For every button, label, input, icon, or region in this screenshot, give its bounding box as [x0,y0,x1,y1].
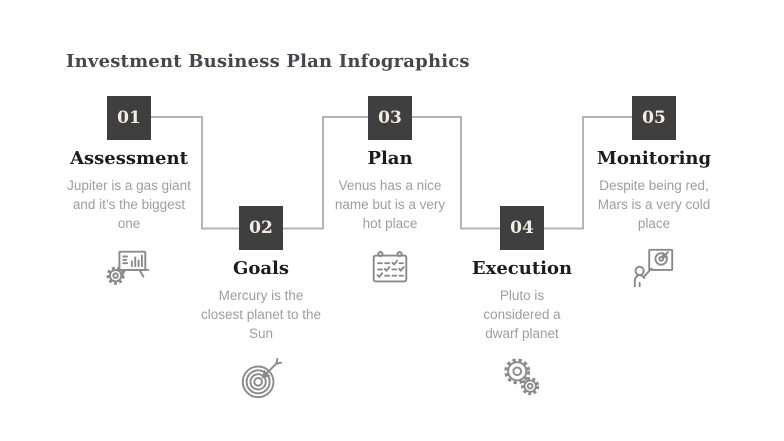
step-assessment: 01 Assessment Jupiter is a gas giant and… [54,96,204,291]
target-dart-icon [238,355,284,401]
presentation-chart-icon [106,245,152,291]
presenter-board-icon [631,245,677,291]
calendar-checklist-icon [367,245,413,291]
step-execution: 04 Execution Pluto is considered a dwarf… [447,206,597,401]
step-description: Jupiter is a gas giant and it’s the bigg… [67,178,191,231]
step-number: 04 [510,218,534,238]
step-number-box: 02 [239,206,283,250]
step-description: Venus has a nice name but is a very hot … [334,178,446,231]
step-number: 05 [642,108,666,128]
step-goals: 02 Goals Mercury is the closest planet t… [186,206,336,401]
step-title: Monitoring [596,148,712,169]
step-title: Assessment [70,148,188,169]
step-description: Despite being red, Mars is a very cold p… [597,178,711,231]
step-number: 01 [117,108,141,128]
step-number: 02 [249,218,273,238]
step-number-box: 03 [368,96,412,140]
step-description: Pluto is considered a dwarf planet [483,288,561,341]
page-title: Investment Business Plan Infographics [66,51,470,72]
step-title: Goals [232,258,289,279]
step-number-box: 05 [632,96,676,140]
step-number: 03 [378,108,402,128]
step-title: Execution [471,258,573,279]
step-number-box: 01 [107,96,151,140]
step-plan: 03 Plan Venus has a nice name but is a v… [315,96,465,291]
step-number-box: 04 [500,206,544,250]
step-description: Mercury is the closest planet to the Sun [200,288,322,341]
step-monitoring: 05 Monitoring Despite being red, Mars is… [579,96,729,291]
gears-icon [499,355,545,401]
step-title: Plan [367,148,413,169]
